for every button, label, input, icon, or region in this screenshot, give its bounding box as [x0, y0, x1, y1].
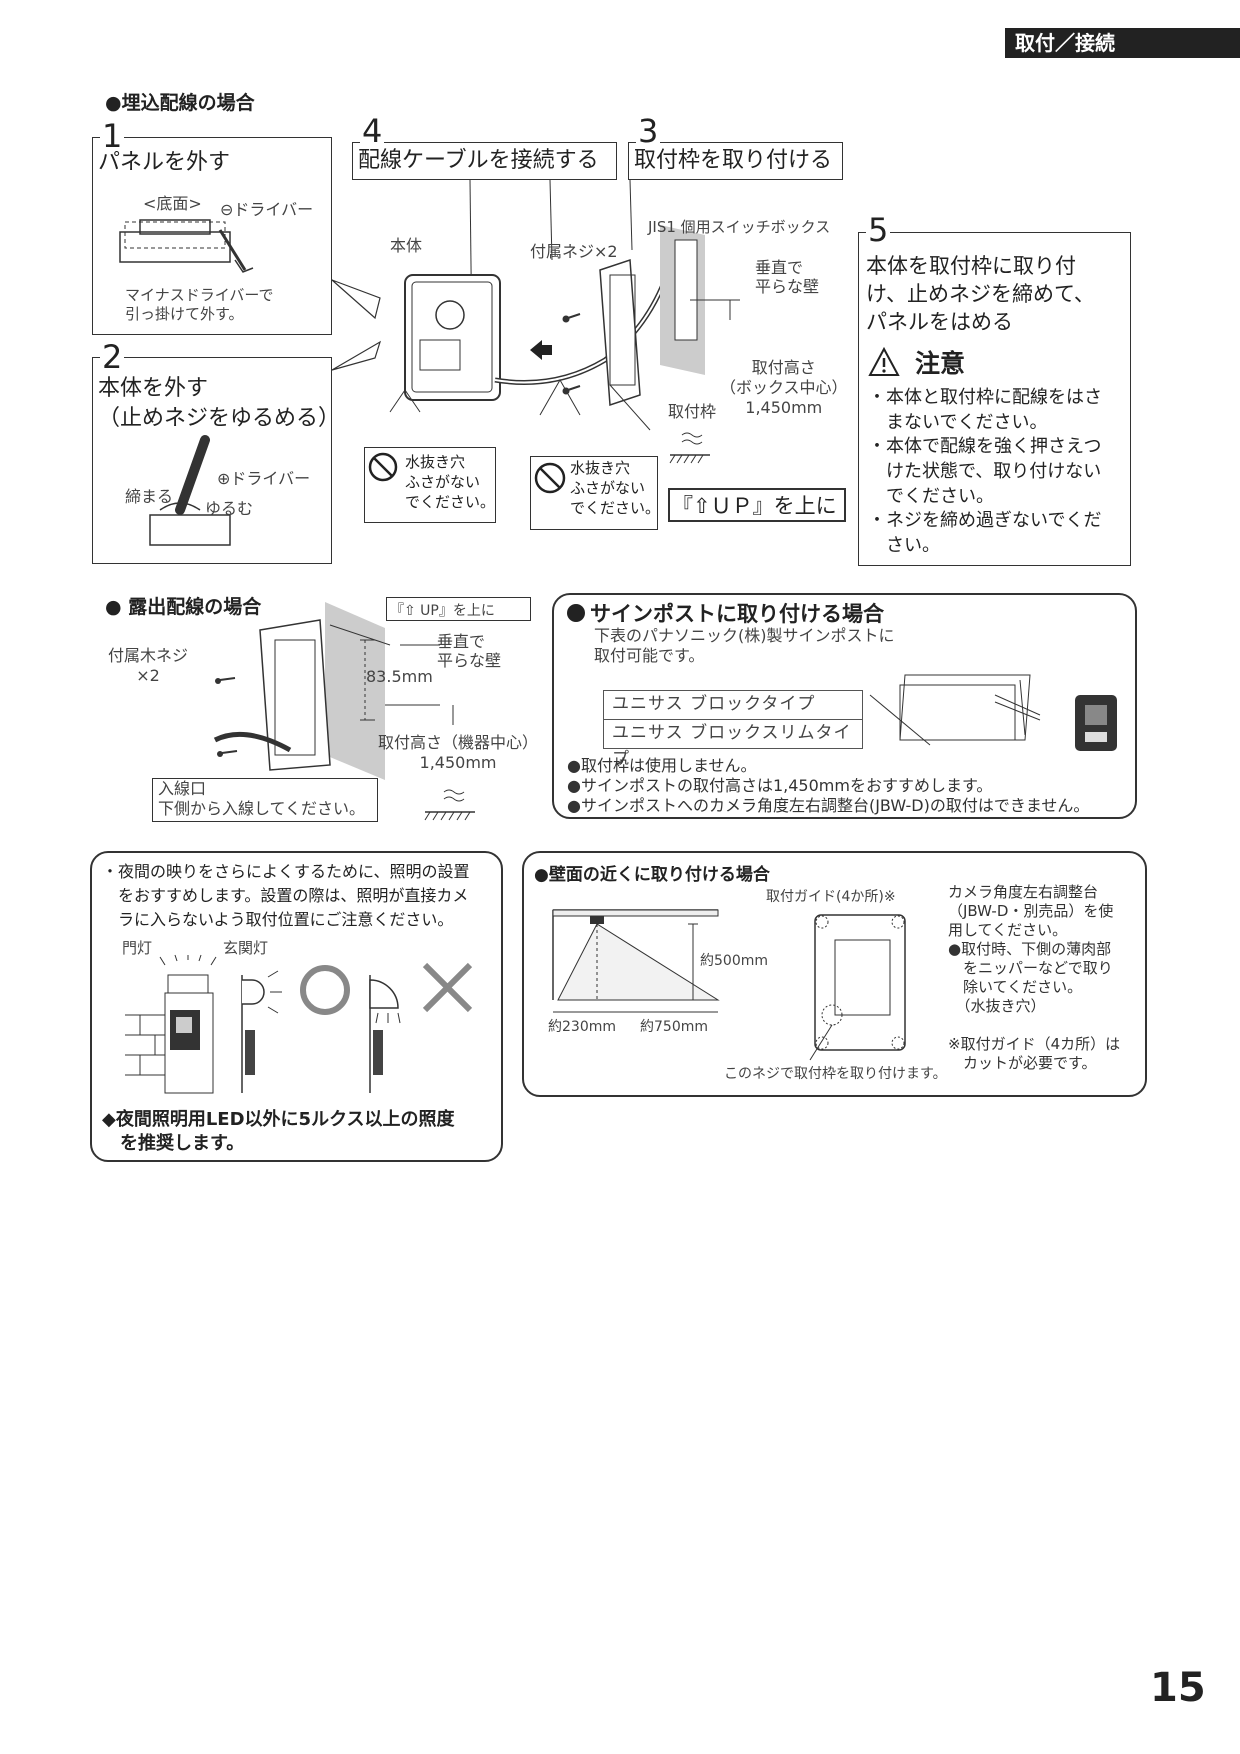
signpost-table-row-2: ユニサス ブロックスリムタイプ [603, 719, 863, 769]
screw-note: このネジで取付枠を取り付けます。 [724, 1066, 947, 1082]
embedded-section-title: ●埋込配線の場合 [105, 92, 255, 114]
embedded-wiring-illustration [331, 179, 740, 464]
signpost-intro: 下表のパナソニック(株)製サインポストに 取付可能です。 [594, 626, 895, 665]
signpost-title: サインポストに取り付ける場合 [590, 602, 884, 626]
step2-driver-label: ⊕ドライバー [217, 469, 311, 488]
frame-label: 取付枠 [668, 402, 717, 421]
drain-note-2-text: 水抜き穴 ふさがない でください。 [570, 459, 661, 517]
body-label: 本体 [390, 236, 423, 255]
up-note: 『⇧ＵＰ』を上に [672, 494, 837, 518]
drain-note-1-text: 水抜き穴 ふさがない でください。 [405, 453, 496, 511]
page-number: 15 [1150, 1665, 1206, 1711]
inlet-box [152, 778, 378, 822]
step2-tighten-label: 締まる [125, 487, 174, 506]
dim-right-label: 約750mm [640, 1019, 708, 1035]
step2-title: 本体を外す （止めネジをゆるめる） [98, 376, 341, 431]
wallnear-diagram [552, 909, 720, 1013]
dim-left-label: 約230mm [548, 1019, 616, 1035]
exposed-height-label: 取付高さ（機器中心） 1,450mm [378, 733, 539, 772]
step4-box [352, 142, 617, 180]
step2-box [92, 357, 332, 564]
caution-title: 注意 [915, 349, 966, 378]
dim-height-label: 約500mm [700, 953, 768, 969]
step5-box [858, 232, 1131, 566]
lighting-illustration [125, 954, 473, 1094]
height-label: 取付高さ （ボックス中心） 1,450mm [720, 358, 848, 417]
caution-item-1: ・本体と取付枠に配線をはさ まないでください。 [868, 387, 1102, 433]
inlet-note: 入線口 下側から入線してください。 [158, 779, 366, 818]
step1-number: 1 [100, 117, 125, 155]
prohibit-icon-1 [368, 452, 398, 482]
step1-driver-label: ⊖ドライバー [220, 200, 314, 219]
exposed-screw-label: 付属木ネジ ×2 [108, 646, 189, 685]
wallnear-side-text: カメラ角度左右調整台 （JBW-D・別売品）を使 用してください。 ●取付時、下… [948, 883, 1121, 1072]
switchbox-label: JIS1 個用スイッチボックス [648, 218, 831, 236]
step1-caption: マイナスドライバーで 引っ掛けて外す。 [125, 286, 274, 323]
caution-item-3: ・ネジを締め過ぎないでくだ さい。 [868, 510, 1102, 556]
lighting-text: ・夜間の映りをさらによくするために、照明の設置 をおすすめします。設置の際は、照… [102, 862, 470, 929]
lighting-box [90, 851, 503, 1162]
prohibit-icon-2 [534, 462, 566, 494]
step3-box [628, 142, 843, 180]
step2-number: 2 [100, 338, 125, 376]
gate-light-label: 門灯 [122, 939, 153, 957]
signpost-note-3: ●サインポストへのカメラ角度左右調整台(JBW-D)の取付はできません。 [567, 796, 1090, 815]
up-note-box [668, 488, 846, 522]
panel-bottom-illustration [119, 219, 254, 273]
wallnear-title: ●壁面の近くに取り付ける場合 [534, 865, 770, 885]
step1-title: パネルを外す [98, 150, 231, 175]
wallnear-box [522, 851, 1147, 1097]
exposed-up-note: 『⇧ UP』を上に [390, 603, 495, 619]
screw-label: 付属ネジ×2 [530, 242, 618, 261]
wall-label: 垂直で 平らな壁 [755, 258, 820, 296]
exposed-up-box [386, 597, 531, 621]
step2-loosen-label: ゆるむ [205, 499, 254, 518]
drain-note-1 [364, 447, 496, 523]
exposed-section-title: ● 露出配線の場合 [105, 596, 262, 618]
exposed-dim-label: 83.5mm [366, 667, 433, 686]
entrance-light-label: 玄関灯 [223, 939, 269, 957]
step3-title: 取付枠を取り付ける [634, 148, 833, 173]
screw-loosen-illustration [149, 435, 231, 546]
step3-number: 3 [636, 112, 661, 150]
step5-title: 本体を取付枠に取り付 け、止めネジを締めて、 パネルをはめる [866, 254, 1095, 334]
signpost-box [552, 593, 1137, 819]
caution-item-2: ・本体で配線を強く押さえつ けた状態で、取り付けない でください。 [868, 436, 1102, 507]
step4-title: 配線ケーブルを接続する [358, 148, 599, 173]
warning-icon [868, 346, 900, 376]
signpost-note-1: ●取付枠は使用しません。 [567, 756, 757, 775]
signpost-bullet-icon [567, 604, 585, 622]
step1-box [92, 137, 332, 335]
section-tab: 取付／接続 [1005, 28, 1240, 58]
exposed-wiring-illustration [213, 602, 475, 821]
lighting-footer: ◆夜間照明用LED以外に5ルクス以上の照度 を推奨します。 [102, 1109, 455, 1154]
step4-number: 4 [360, 112, 385, 150]
step5-number: 5 [866, 211, 891, 249]
exposed-wall-label: 垂直で 平らな壁 [437, 632, 502, 670]
signpost-note-2: ●サインポストの取付高さは1,450mmをおすすめします。 [567, 776, 993, 795]
signpost-table-row-1: ユニサス ブロックタイプ [603, 690, 863, 720]
step1-bottom-label: <底面> [143, 194, 202, 213]
frame-guide-illustration [809, 914, 906, 1061]
guide-label: 取付ガイド(4か所)※ [766, 889, 896, 905]
signpost-illustration [869, 674, 1117, 751]
